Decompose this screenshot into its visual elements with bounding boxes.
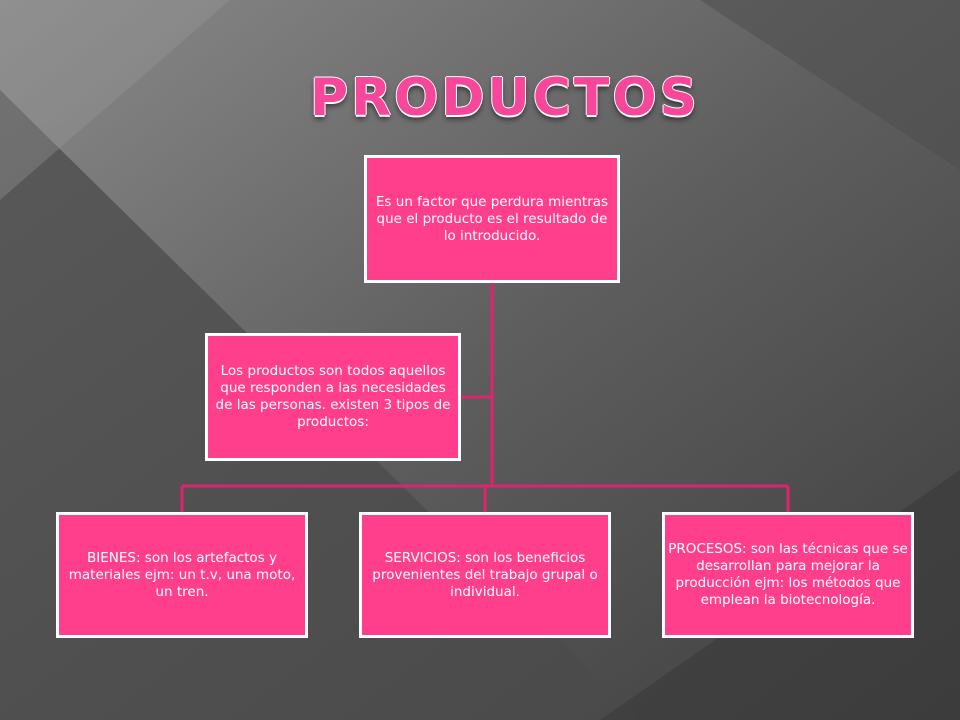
slide-title: PRODUCTOS [309, 68, 701, 128]
child-node-servicios: SERVICIOS: son los beneficios provenient… [359, 512, 611, 638]
child-node-servicios-text: SERVICIOS: son los beneficios provenient… [372, 549, 598, 600]
assistant-node-box: Los productos son todos aquellos que res… [205, 333, 461, 461]
child-node-procesos: PROCESOS: son las técnicas que se desarr… [662, 512, 914, 638]
child-node-bienes: BIENES: son los artefactos y materiales … [56, 512, 308, 638]
assistant-node-text: Los productos son todos aquellos que res… [215, 363, 451, 430]
top-node-text: Es un factor que perdura mientras que el… [375, 193, 609, 244]
child-node-procesos-text: PROCESOS: son las técnicas que se desarr… [668, 541, 908, 608]
top-node-box: Es un factor que perdura mientras que el… [364, 155, 620, 283]
child-node-bienes-text: BIENES: son los artefactos y materiales … [68, 549, 296, 600]
